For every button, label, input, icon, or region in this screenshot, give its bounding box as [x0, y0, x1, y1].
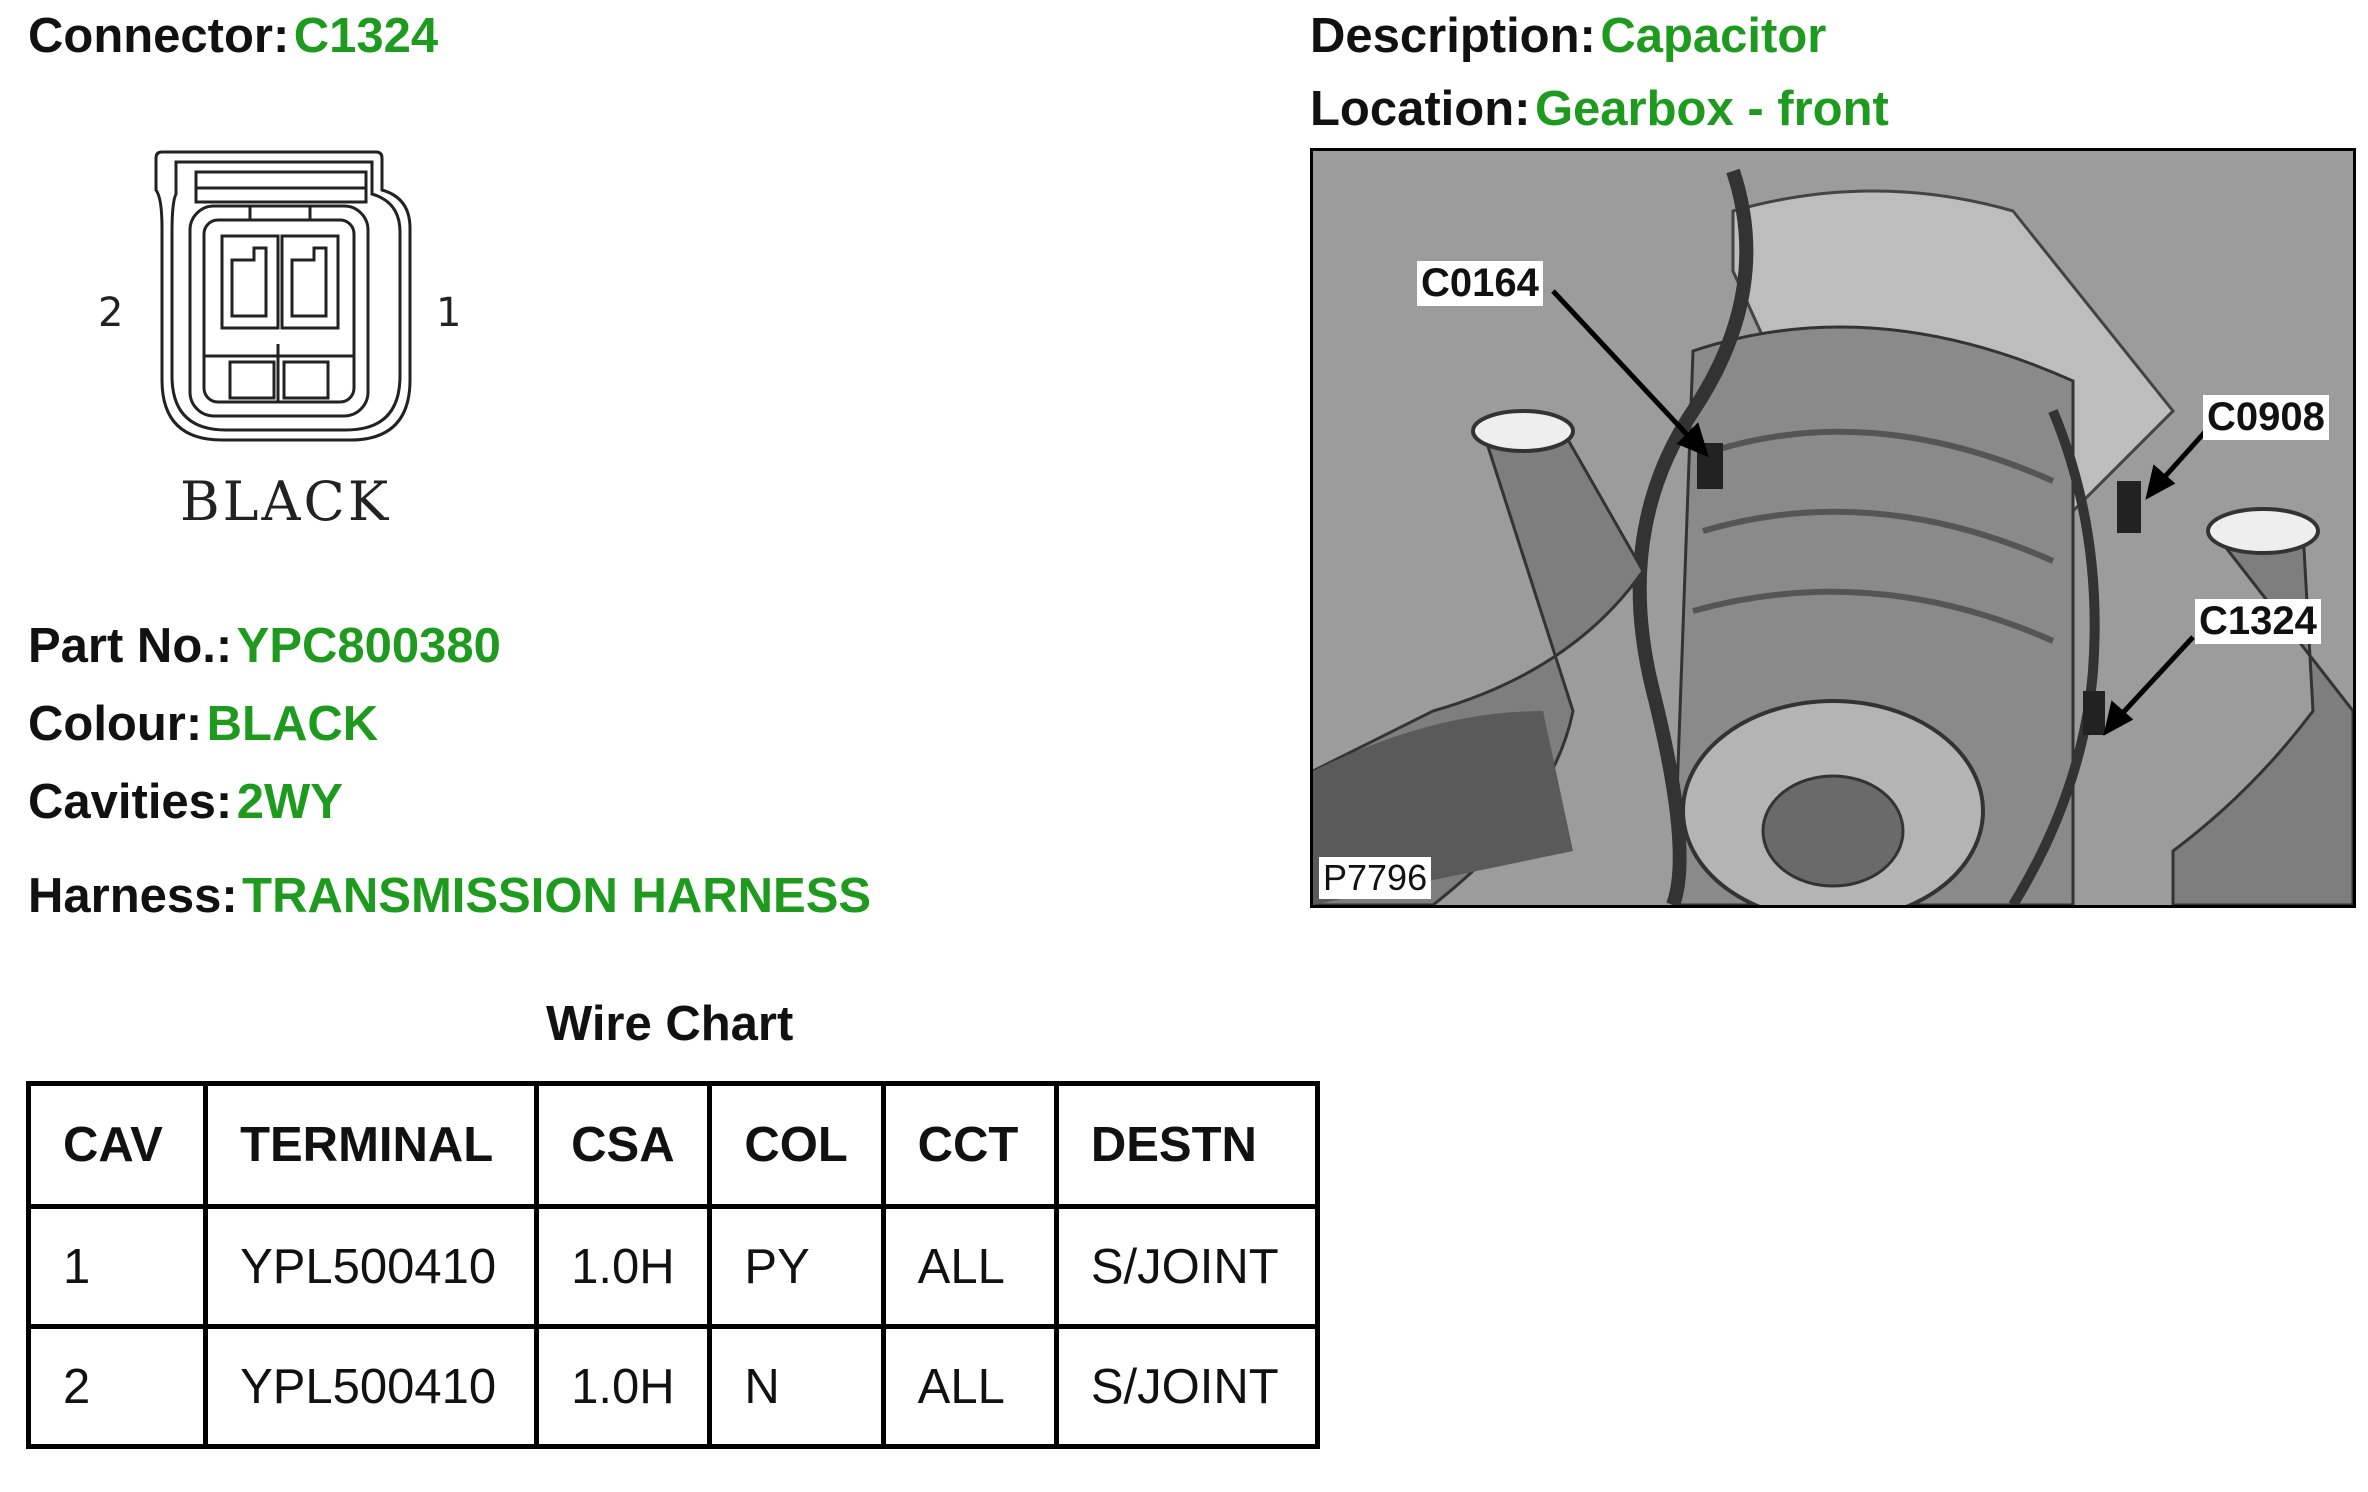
cell-cct: ALL	[880, 1324, 1059, 1449]
pin-2-label: 2	[98, 290, 124, 336]
cell-csa: 1.0H	[534, 1324, 713, 1449]
col-header-destn: DESTN	[1053, 1081, 1321, 1209]
cell-terminal: YPL500410	[203, 1204, 540, 1329]
cell-destn: S/JOINT	[1053, 1204, 1321, 1329]
location-photo: C0164 C0908 C1324 P7796	[1310, 148, 2356, 908]
col-header-terminal: TERMINAL	[203, 1081, 540, 1209]
callout-c1324: C1324	[2195, 599, 2321, 644]
colour-value: BLACK	[206, 697, 379, 751]
wire-chart-header-row: CAV TERMINAL CSA COL CCT DESTN	[25, 1081, 1321, 1209]
harness-line: Harness: TRANSMISSION HARNESS	[28, 868, 871, 924]
description-value: Capacitor	[1600, 9, 1827, 63]
connector-heading: Connector: C1324	[28, 8, 438, 64]
cell-cct: ALL	[880, 1204, 1059, 1329]
pin-1-label: 1	[436, 290, 462, 336]
cell-cav: 1	[25, 1204, 209, 1329]
cavities-label: Cavities:	[28, 775, 233, 829]
colour-label: Colour:	[28, 697, 203, 751]
wire-chart-title: Wire Chart	[546, 997, 794, 1051]
harness-label: Harness:	[28, 869, 238, 923]
wire-chart-table: CAV TERMINAL CSA COL CCT DESTN 1 YPL5004…	[25, 1081, 1321, 1449]
connector-colour-caption: BLACK	[180, 470, 392, 533]
location-label: Location:	[1310, 82, 1531, 136]
col-header-cav: CAV	[25, 1081, 209, 1209]
col-header-col: COL	[707, 1081, 886, 1209]
cell-col: N	[707, 1324, 886, 1449]
callout-c0164: C0164	[1417, 261, 1543, 306]
part-no-label: Part No.:	[28, 619, 233, 673]
cavities-value: 2WY	[236, 775, 343, 829]
part-no-line: Part No.: YPC800380	[28, 618, 501, 674]
col-header-cct: CCT	[880, 1081, 1059, 1209]
colour-line: Colour: BLACK	[28, 696, 378, 752]
description-label: Description:	[1310, 9, 1596, 63]
description-line: Description: Capacitor	[1310, 8, 1826, 64]
connector-face-diagram	[154, 150, 412, 442]
col-header-csa: CSA	[534, 1081, 713, 1209]
location-line: Location: Gearbox - front	[1310, 81, 1889, 137]
callout-c0908: C0908	[2203, 395, 2329, 440]
cell-destn: S/JOINT	[1053, 1324, 1321, 1449]
table-row: 1 YPL500410 1.0H PY ALL S/JOINT	[25, 1204, 1321, 1329]
connector-id: C1324	[293, 9, 439, 63]
cell-terminal: YPL500410	[203, 1324, 540, 1449]
cell-cav: 2	[25, 1324, 209, 1449]
location-value: Gearbox - front	[1534, 82, 1889, 136]
gearbox-illustration	[1313, 151, 2353, 905]
connector-label: Connector:	[28, 9, 290, 63]
table-row: 2 YPL500410 1.0H N ALL S/JOINT	[25, 1324, 1321, 1449]
photo-reference: P7796	[1319, 857, 1432, 899]
harness-value: TRANSMISSION HARNESS	[242, 869, 872, 923]
cavities-line: Cavities: 2WY	[28, 774, 343, 830]
cell-col: PY	[707, 1204, 886, 1329]
cell-csa: 1.0H	[534, 1204, 713, 1329]
part-no-value: YPC800380	[236, 619, 501, 673]
